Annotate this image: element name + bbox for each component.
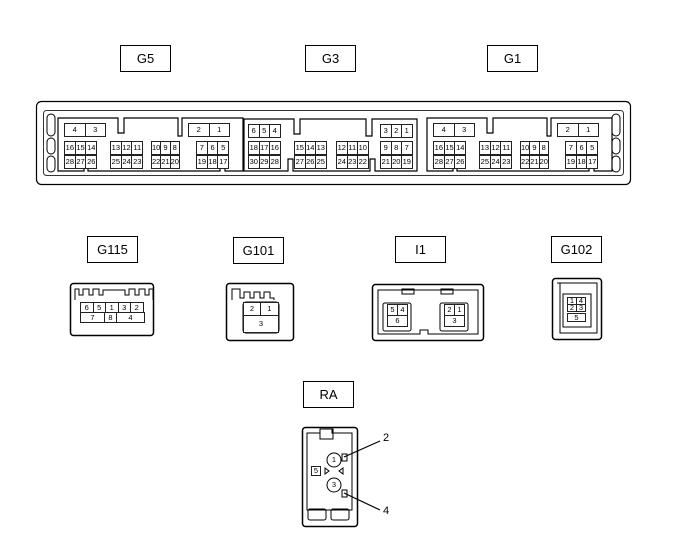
pin-g1: 14 [454, 141, 467, 155]
pin-g1: 2 [557, 123, 579, 137]
pin-g3: 22 [357, 155, 369, 169]
pin-g1: 1 [577, 123, 599, 137]
pin-g101: 2 [243, 302, 261, 316]
pin-g1: 23 [500, 155, 513, 169]
pin-g101: 3 [243, 315, 279, 333]
pin-g1: 26 [454, 155, 467, 169]
pin-g115: 7 [80, 312, 105, 323]
pin-g1: 3 [453, 123, 475, 137]
pin-g5: 1 [208, 123, 230, 137]
connector-label-g5: G5 [120, 45, 171, 72]
pin-g1: 4 [433, 123, 455, 137]
pin-g5: 14 [85, 141, 98, 155]
pin-g102: 5 [567, 313, 586, 322]
pin-g3: 10 [357, 141, 369, 155]
pin-g3: 13 [315, 141, 327, 155]
ra-pin-3: 3 [331, 480, 337, 490]
pin-g1: 17 [586, 155, 599, 169]
pin-g3: 16 [269, 141, 281, 155]
connector-label-i1: I1 [395, 236, 446, 263]
pin-g3: 25 [315, 155, 327, 169]
pin-g1: 11 [500, 141, 513, 155]
pin-g3: 1 [401, 124, 413, 138]
connector-label-g102: G102 [551, 236, 602, 263]
pin-g115: 4 [116, 312, 145, 323]
pin-i1: 6 [387, 315, 408, 327]
pin-i1: 3 [444, 315, 465, 327]
pin-g101: 1 [260, 302, 279, 316]
pin-g5: 11 [131, 141, 144, 155]
pin-g5: 8 [169, 141, 180, 155]
callout-label-bottom: 4 [383, 505, 390, 517]
connector-label-g115: G115 [87, 236, 138, 263]
connector-label-g3: G3 [305, 45, 356, 72]
pin-g5: 23 [131, 155, 144, 169]
pin-g3: 19 [401, 155, 413, 169]
pin-g3: 7 [401, 141, 413, 155]
ra-pin-1: 1 [331, 455, 337, 465]
pin-g5: 4 [64, 123, 86, 137]
ra-pin-5: 5 [311, 466, 321, 476]
pin-g5: 26 [85, 155, 98, 169]
pin-g1: 5 [586, 141, 599, 155]
pin-g5: 20 [169, 155, 180, 169]
pin-g1: 8 [538, 141, 549, 155]
connector-label-ra: RA [303, 381, 354, 408]
pin-g3: 28 [269, 155, 281, 169]
pin-g5: 5 [217, 141, 230, 155]
pin-g3: 4 [269, 124, 281, 138]
connector-label-g101: G101 [233, 237, 284, 264]
pin-g1: 20 [538, 155, 549, 169]
pin-g5: 17 [217, 155, 230, 169]
pin-g5: 2 [188, 123, 210, 137]
connector-label-g1: G1 [487, 45, 538, 72]
pin-g5: 3 [84, 123, 106, 137]
callout-label-top: 2 [383, 432, 390, 444]
pin-g102: 3 [576, 304, 586, 312]
